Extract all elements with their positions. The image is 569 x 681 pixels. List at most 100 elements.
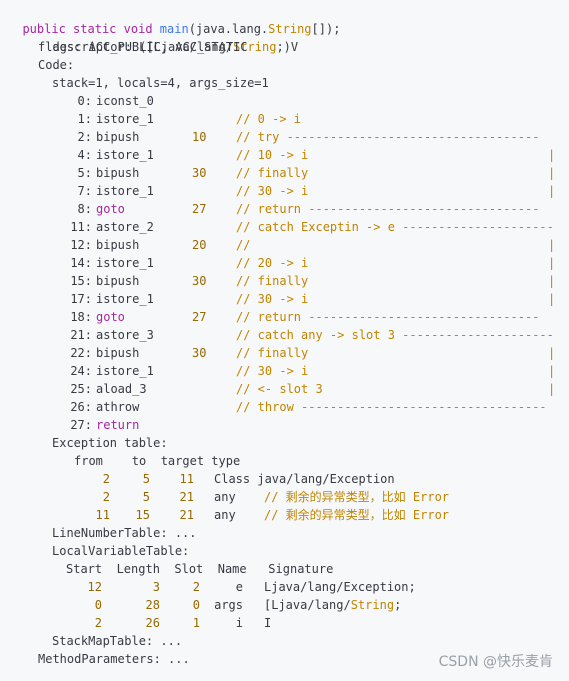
instruction-offset: 22:	[70, 346, 92, 360]
instruction-opcode: goto	[96, 202, 125, 216]
exception-table-title: Exception table:	[52, 436, 168, 450]
lv-name: e	[235, 580, 243, 594]
instruction-offset: 24:	[70, 364, 92, 378]
instruction-opcode: aload_3	[96, 382, 147, 396]
instruction-comment: // try ---------------------------------…	[236, 130, 540, 144]
instruction-offset: 1:	[77, 112, 92, 126]
stack-line: stack=1, locals=4, args_size=1	[52, 74, 269, 92]
lv-signature: Ljava/lang/Exception;	[264, 580, 416, 594]
descriptor-line: descriptor: ([Ljava/lang/String;)V	[38, 20, 298, 54]
instruction-arg: 27	[192, 310, 207, 324]
flow-bar: |	[548, 256, 556, 270]
instruction-offset: 27:	[70, 418, 92, 432]
exception-type: any	[214, 508, 236, 522]
instruction-comment: // catch Exceptin -> e -----------------…	[236, 220, 554, 234]
flags-line: flags: ACC_PUBLIC, ACC_STATIC	[38, 40, 248, 54]
instruction-offset: 4:	[77, 148, 92, 162]
exception-target: 11	[179, 472, 194, 486]
instruction-opcode: athrow	[96, 400, 140, 414]
instruction-offset: 8:	[77, 202, 92, 216]
lv-signature: I	[264, 616, 272, 630]
instruction-opcode: bipush	[96, 130, 140, 144]
lv-signature-suffix: ;	[394, 598, 402, 612]
instruction-comment: // return ------------------------------…	[236, 310, 540, 324]
lv-signature: [Ljava/lang/String;	[264, 596, 401, 614]
instruction-offset: 7:	[77, 184, 92, 198]
instruction-opcode: bipush	[96, 274, 140, 288]
stack-map-table: StackMapTable: ...	[52, 634, 183, 648]
flow-bar: |	[548, 184, 556, 198]
exception-comment: // 剩余的异常类型，比如 Error	[264, 508, 450, 522]
lv-slot: 1	[192, 616, 200, 630]
line-number-table: LineNumberTable: ...	[52, 526, 197, 540]
local-variable-table-header: Start Length Slot Name Signature	[66, 562, 334, 576]
instruction-arg: 10	[192, 130, 207, 144]
method-name: main	[159, 22, 189, 36]
instruction-comment: // finally	[236, 274, 309, 288]
instruction-arg: 30	[192, 166, 207, 180]
instruction-comment: // 30 -> i	[236, 184, 309, 198]
instruction-opcode: bipush	[96, 166, 140, 180]
exception-to: 5	[142, 490, 150, 504]
lv-length: 28	[145, 598, 160, 612]
exception-table-header: from to target type	[74, 454, 241, 468]
lv-start: 12	[87, 580, 102, 594]
instruction-row: 7: istore_1 // 30 -> i |	[0, 182, 569, 200]
instruction-offset: 15:	[70, 274, 92, 288]
instruction-row: 25:aload_3// <- slot 3|	[0, 380, 569, 398]
instruction-arg: 20	[192, 238, 207, 252]
keyword-void: void	[123, 22, 153, 36]
flow-bar: |	[548, 382, 556, 396]
descriptor-label: descriptor: ([Ljava/lang/	[52, 40, 234, 54]
instruction-comment: //	[236, 238, 251, 252]
flow-bar: |	[548, 292, 556, 306]
instruction-comment: // 10 -> i	[236, 148, 309, 162]
instruction-offset: 0:	[77, 94, 92, 108]
instruction-arg: 30	[192, 274, 207, 288]
instruction-opcode: return	[96, 418, 140, 432]
instruction-offset: 11:	[70, 220, 92, 234]
keyword-static: static	[73, 22, 117, 36]
descriptor-type: String	[233, 40, 277, 54]
instruction-comment: // 0 -> i	[236, 112, 302, 126]
instruction-row: 21:astore_3// catch any -> slot 3 ------…	[0, 326, 569, 344]
instruction-opcode: istore_1	[96, 364, 154, 378]
instruction-arg: 27	[192, 202, 207, 216]
exception-target: 21	[179, 490, 194, 504]
descriptor-tail: ;)V	[276, 40, 299, 54]
exception-type: Class java/lang/Exception	[214, 472, 395, 486]
exception-to: 5	[142, 472, 150, 486]
signature-close: []);	[311, 22, 341, 36]
keyword-public: public	[22, 22, 66, 36]
instruction-opcode: iconst_0	[96, 94, 154, 108]
flow-bar: |	[548, 166, 556, 180]
instruction-row: 14:istore_1// 20 -> i|	[0, 254, 569, 272]
instruction-opcode: istore_1	[96, 184, 154, 198]
instruction-row: 26:athrow// throw ----------------------…	[0, 398, 569, 416]
exception-from: 2	[102, 472, 110, 486]
signature-type: String	[268, 22, 312, 36]
lv-start: 2	[94, 616, 102, 630]
exception-comment: // 剩余的异常类型，比如 Error	[264, 490, 450, 504]
instruction-arg: 30	[192, 346, 207, 360]
lv-length: 3	[152, 580, 160, 594]
instruction-offset: 14:	[70, 256, 92, 270]
instruction-row: 11:astore_2// catch Exceptin -> e ------…	[0, 218, 569, 236]
instruction-row: 1:istore_1// 0 -> i	[0, 110, 569, 128]
lv-slot: 0	[192, 598, 200, 612]
instruction-comment: // finally	[236, 166, 309, 180]
flow-bar: |	[548, 364, 556, 378]
instruction-offset: 21:	[70, 328, 92, 342]
lv-start: 0	[94, 598, 102, 612]
lv-signature-type: String	[350, 598, 395, 612]
flow-bar: |	[548, 346, 556, 360]
instruction-comment: // 30 -> i	[236, 364, 309, 378]
method-parameters: MethodParameters: ...	[38, 652, 190, 666]
